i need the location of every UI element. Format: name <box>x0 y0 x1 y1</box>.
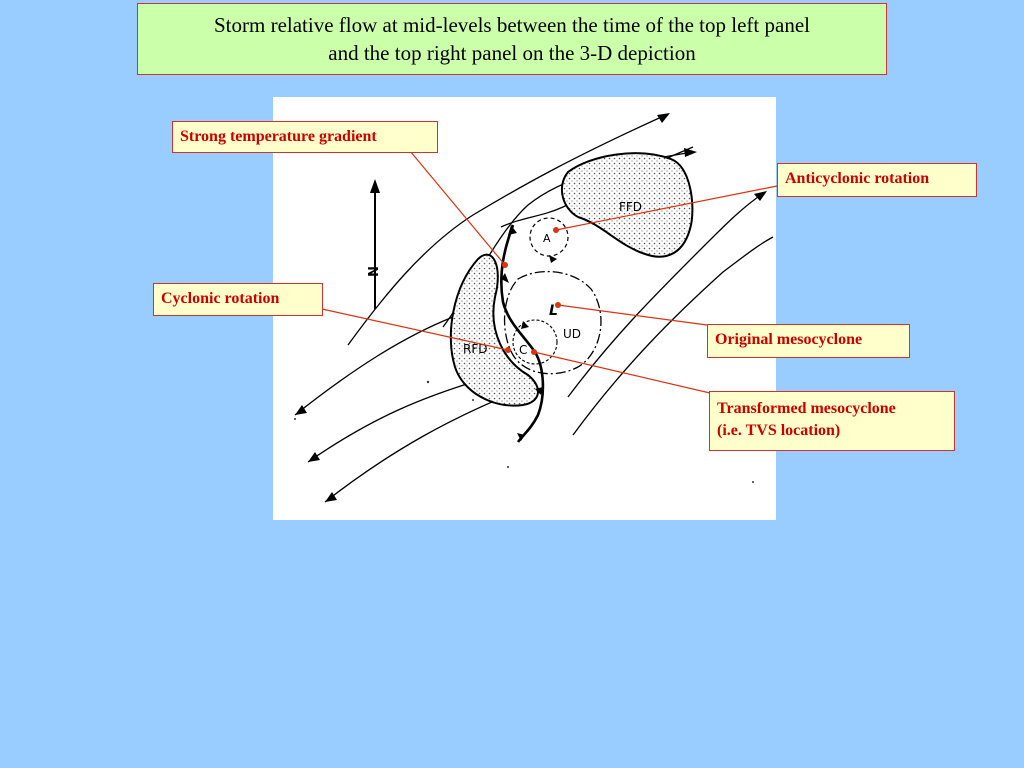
title-line-2: and the top right panel on the 3-D depic… <box>328 41 696 65</box>
rfd-region <box>449 253 539 407</box>
anticyclone-label: A <box>543 232 551 245</box>
storm-flow-diagram: N FFD RFD A <box>294 113 774 503</box>
leader-original-meso <box>555 302 708 326</box>
streamline-arrowheads <box>295 113 767 502</box>
low-label: L <box>549 303 558 319</box>
streamline-lower-right-1 <box>567 191 766 398</box>
ffd-label: FFD <box>619 200 642 214</box>
front-barbs <box>501 225 543 441</box>
streamline-lower-right-2 <box>572 236 774 436</box>
streamline-lower-left-2 <box>307 378 484 463</box>
leader-transformed-meso <box>531 349 711 394</box>
transformed-line-2: (i.e. TVS location) <box>717 422 841 439</box>
diagram-specks <box>294 380 754 483</box>
leader-strong-gradient <box>409 150 508 268</box>
label-strong-gradient: Strong temperature gradient <box>172 121 438 153</box>
ffd-region <box>560 152 694 258</box>
label-cyclonic: Cyclonic rotation <box>153 283 323 316</box>
anticyclone-circle <box>529 217 569 257</box>
ud-label: UD <box>563 327 581 341</box>
north-label: N <box>364 266 379 277</box>
storm-diagram-panel: N FFD RFD A <box>273 97 776 520</box>
slide-title: Storm relative flow at mid-levels betwee… <box>137 3 887 75</box>
leader-cyclonic <box>321 308 511 353</box>
anticyclone-arrow <box>549 255 557 263</box>
label-anticyclonic: Anticyclonic rotation <box>777 163 977 197</box>
title-line-1: Storm relative flow at mid-levels betwee… <box>214 13 810 37</box>
streamline-outer-top <box>347 113 669 346</box>
north-arrow-icon <box>370 179 380 309</box>
cyclone-circle <box>512 319 558 365</box>
rfd-label: RFD <box>463 342 487 356</box>
label-transformed-meso: Transformed mesocyclone (i.e. TVS locati… <box>709 391 955 451</box>
label-original-meso: Original mesocyclone <box>707 324 910 358</box>
updraft-circle <box>503 270 602 375</box>
leader-anticyclonic <box>553 185 778 233</box>
cyclone-label: C <box>519 343 527 357</box>
transformed-line-1: Transformed mesocyclone <box>717 400 896 417</box>
